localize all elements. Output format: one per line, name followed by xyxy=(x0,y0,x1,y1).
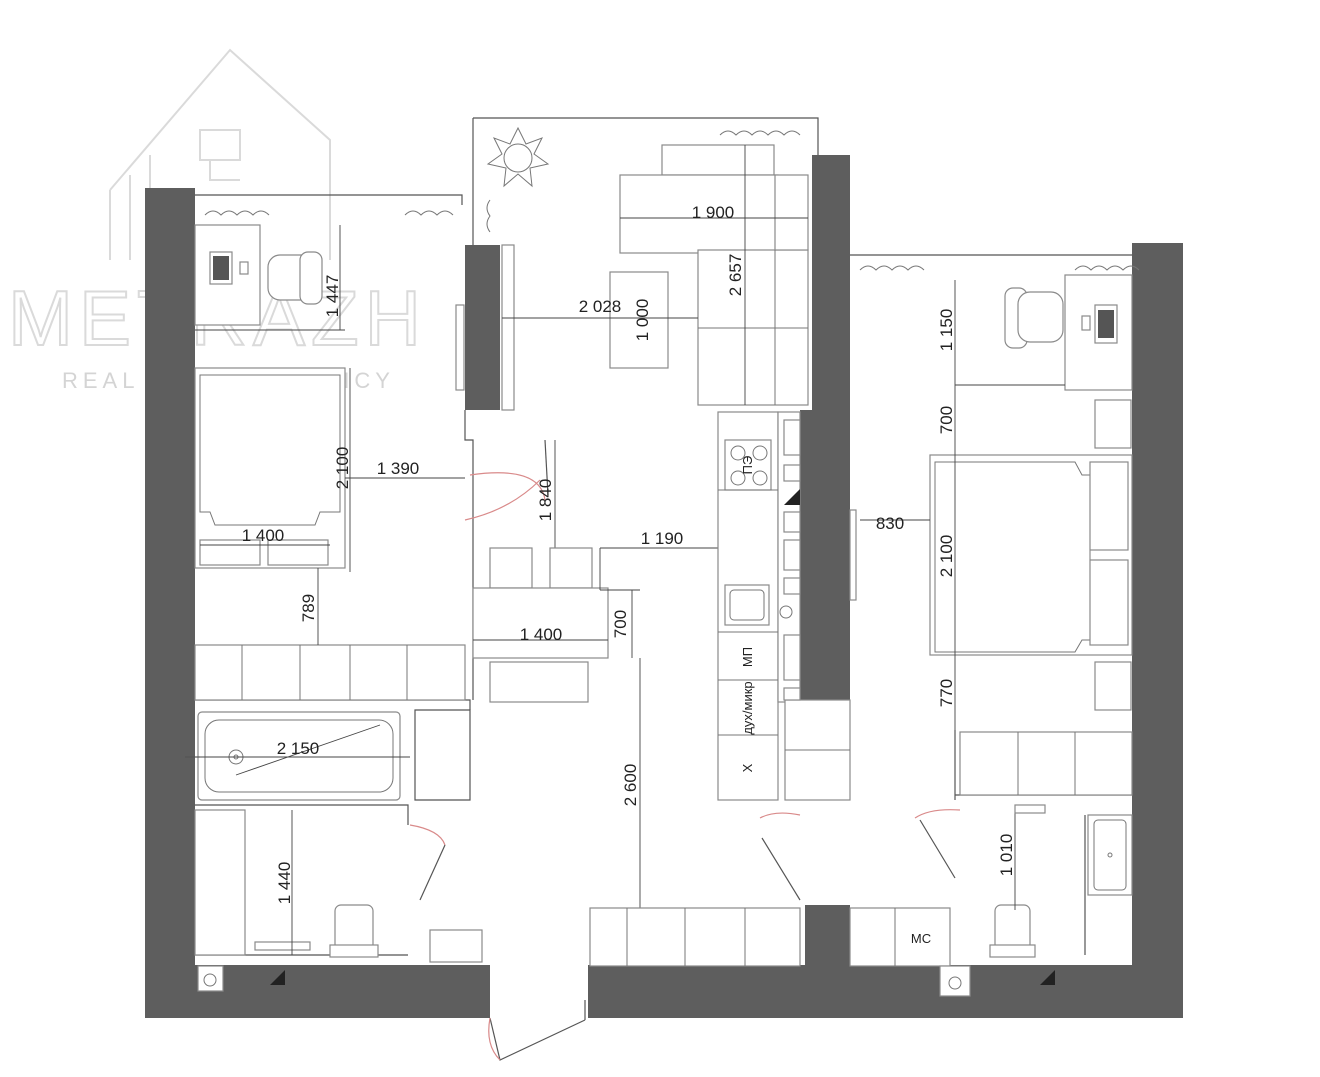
label-fridge: Х xyxy=(740,763,755,772)
bedroom-right xyxy=(860,274,1133,796)
label-washer: МС xyxy=(911,931,931,946)
dining-set xyxy=(472,547,609,703)
dim-bedroom2-gap-top: 700 xyxy=(937,406,956,434)
dim-bedroom1-width: 1 390 xyxy=(377,459,420,478)
dim-dining-table-depth: 700 xyxy=(611,610,630,638)
dim-wc-depth: 1 010 xyxy=(997,834,1016,877)
dim-coffee-table: 1 000 xyxy=(633,299,652,342)
living-room xyxy=(455,144,857,1061)
curtains xyxy=(204,130,1140,271)
dim-bedroom2-bed-width: 830 xyxy=(876,514,904,533)
dim-dining-table-width: 1 400 xyxy=(520,625,563,644)
dim-bathroom-depth: 1 440 xyxy=(275,862,294,905)
dimension-labels: 1 447 2 100 1 390 1 400 789 1 900 2 657 … xyxy=(242,203,1016,904)
label-dishwasher: МП xyxy=(740,647,755,667)
dim-corridor-length: 2 600 xyxy=(621,764,640,807)
corner-sofa xyxy=(619,144,809,406)
label-stove: ПЭ xyxy=(740,456,755,475)
appliance-labels: ПЭ МП дух/микр Х МС xyxy=(740,456,931,946)
dim-hall-height: 1 840 xyxy=(536,479,555,522)
dim-bedroom1-bed-length: 2 100 xyxy=(333,447,352,490)
bed-left xyxy=(194,367,346,569)
dim-kitchen-gap: 1 190 xyxy=(641,529,684,548)
bed-right xyxy=(929,454,1133,656)
office-chair-icon xyxy=(267,251,323,305)
label-oven: дух/микр xyxy=(740,681,755,734)
kitchen-unit xyxy=(717,411,857,801)
dim-bedroom1-gap: 789 xyxy=(299,594,318,622)
bathroom-left xyxy=(185,711,483,992)
dim-bath-length: 2 150 xyxy=(277,739,320,758)
dim-bedroom2-gap-bottom: 770 xyxy=(937,679,956,707)
dim-sofa-width: 1 900 xyxy=(692,203,735,222)
desk-computer-icon-right xyxy=(1081,304,1118,344)
desk-computer-icon xyxy=(209,251,249,285)
watermark-logo: METRAZH REAL ESTATE AGENCY xyxy=(7,48,422,393)
bedroom-left xyxy=(194,224,549,701)
dim-bedroom2-bed-length: 2 100 xyxy=(937,535,956,578)
dim-bedroom1-bed-width: 1 400 xyxy=(242,526,285,545)
wc-right xyxy=(849,804,1133,997)
dim-sofa-length: 2 657 xyxy=(726,254,745,297)
dim-bedroom2-desk: 1 150 xyxy=(937,309,956,352)
dim-bedroom1-desk: 1 447 xyxy=(323,275,342,318)
dim-living-width: 2 028 xyxy=(579,297,622,316)
plant-icon xyxy=(486,126,550,188)
office-chair-icon-right xyxy=(1004,287,1064,349)
